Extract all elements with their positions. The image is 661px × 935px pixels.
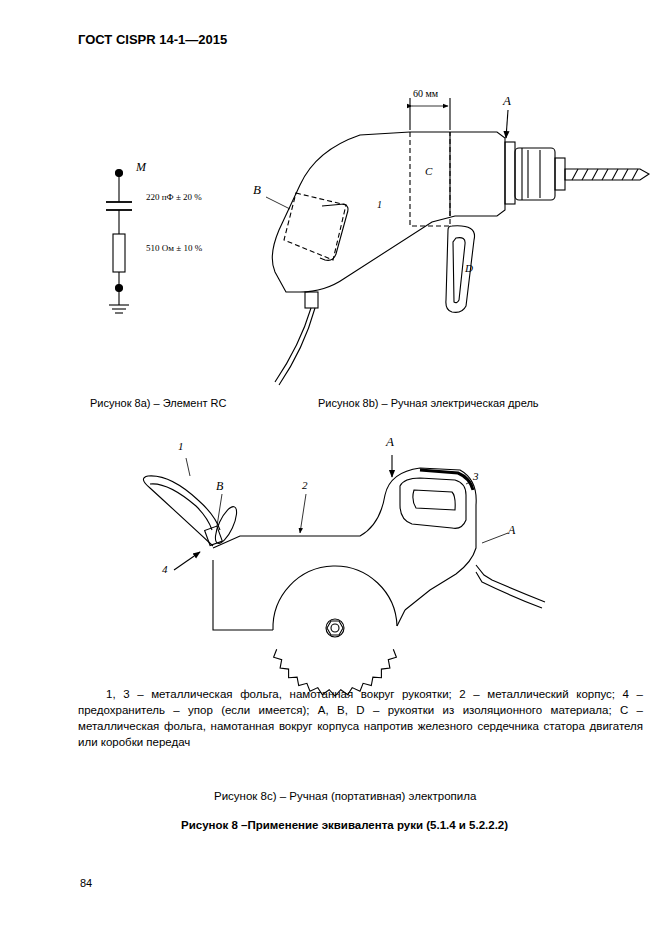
callout-number: 4 <box>162 563 168 576</box>
callout-letter: A <box>386 434 394 450</box>
component-value: 510 Ом ± 10 % <box>146 243 202 254</box>
legend-note: 1, 3 – металлическая фольга, намотанная … <box>78 686 643 750</box>
callout-letter: C <box>425 165 432 178</box>
component-value: 220 пФ ± 20 % <box>146 192 202 203</box>
figure-caption: Рисунок 8 –Применение эквивалента руки (… <box>181 819 508 833</box>
callout-letter: A <box>508 523 515 537</box>
saw-drawing <box>143 455 545 696</box>
callout-number: 2 <box>302 479 308 492</box>
pin-name: M <box>136 160 146 174</box>
callout-letter: B <box>253 182 261 198</box>
page-header: ГОСТ CISPR 14-1—2015 <box>78 32 227 48</box>
callout-number: 1 <box>178 440 184 453</box>
drill-drawing <box>266 98 649 385</box>
page-number: 84 <box>80 877 92 890</box>
figure-caption: Рисунок 8c) – Ручная (портативная) элект… <box>214 790 476 804</box>
callout-number: 3 <box>473 470 479 483</box>
callout-letter: B <box>216 479 223 493</box>
rc-element <box>106 170 132 314</box>
resistor-symbol <box>113 234 125 272</box>
dimension: 60 мм <box>413 88 438 100</box>
callout-number: 1 <box>377 199 382 211</box>
callout-letter: A <box>503 93 511 109</box>
figure-caption: Рисунок 8a) – Элемент RC <box>90 397 227 410</box>
callout-letter: D <box>465 262 473 275</box>
figure-caption: Рисунок 8b) – Ручная электрическая дрель <box>318 397 539 410</box>
